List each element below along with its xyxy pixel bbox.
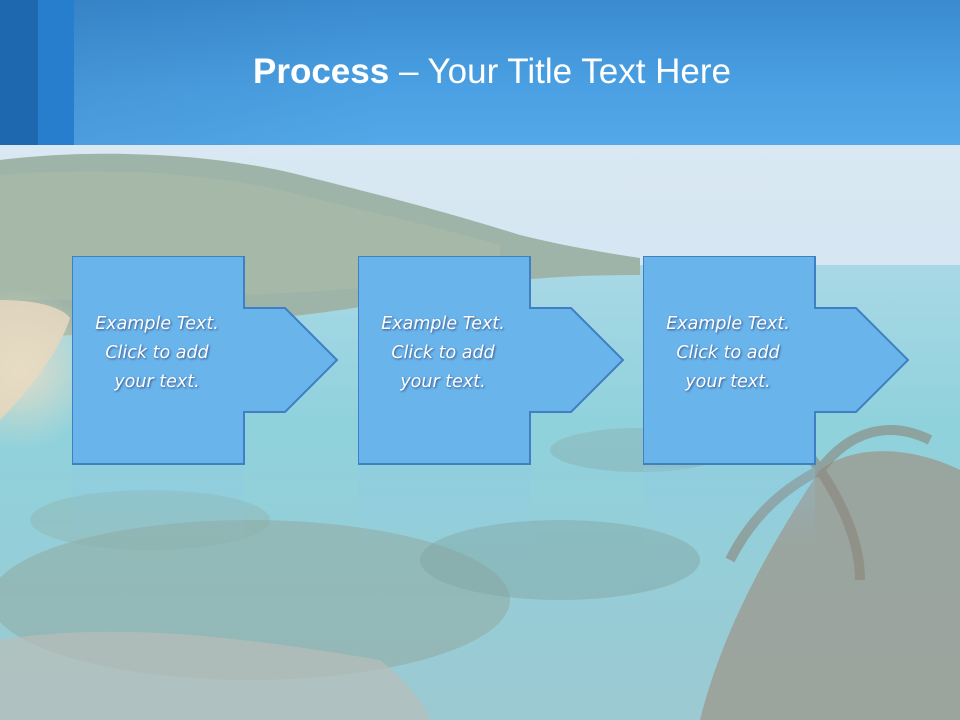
- slide-title-rest: – Your Title Text Here: [389, 52, 731, 91]
- step-1-line-2: Click to add: [105, 343, 209, 363]
- header-band: [0, 0, 960, 145]
- step-2-line-1: Example Text.: [381, 314, 505, 334]
- arrow-shape-1: [72, 256, 339, 465]
- header-shade: [0, 0, 960, 145]
- arrow-reflection-1: [72, 468, 244, 548]
- process-step-2[interactable]: Example Text. Click to add your text.: [358, 256, 625, 548]
- header-stripe-mid: [38, 0, 74, 145]
- slide-title-bold: Process: [253, 52, 390, 91]
- arrow-reflection-3: [643, 468, 815, 548]
- process-step-3[interactable]: Example Text. Click to add your text.: [643, 256, 910, 548]
- header-stripe-dark: [0, 0, 38, 145]
- step-2-line-3: your text.: [400, 372, 486, 392]
- step-text-3[interactable]: Example Text. Click to add your text.: [643, 310, 813, 397]
- step-1-line-1: Example Text.: [95, 314, 219, 334]
- arrow-shape-3: [643, 256, 910, 465]
- slide-title[interactable]: Process – Your Title Text Here: [0, 52, 960, 92]
- step-1-line-3: your text.: [114, 372, 200, 392]
- process-step-1[interactable]: Example Text. Click to add your text.: [72, 256, 339, 548]
- step-2-line-2: Click to add: [391, 343, 495, 363]
- step-text-2[interactable]: Example Text. Click to add your text.: [358, 310, 528, 397]
- step-3-line-3: your text.: [685, 372, 771, 392]
- step-3-line-2: Click to add: [676, 343, 780, 363]
- step-3-line-1: Example Text.: [666, 314, 790, 334]
- arrow-shape-2: [358, 256, 625, 465]
- arrow-reflection-2: [358, 468, 530, 548]
- step-text-1[interactable]: Example Text. Click to add your text.: [72, 310, 242, 397]
